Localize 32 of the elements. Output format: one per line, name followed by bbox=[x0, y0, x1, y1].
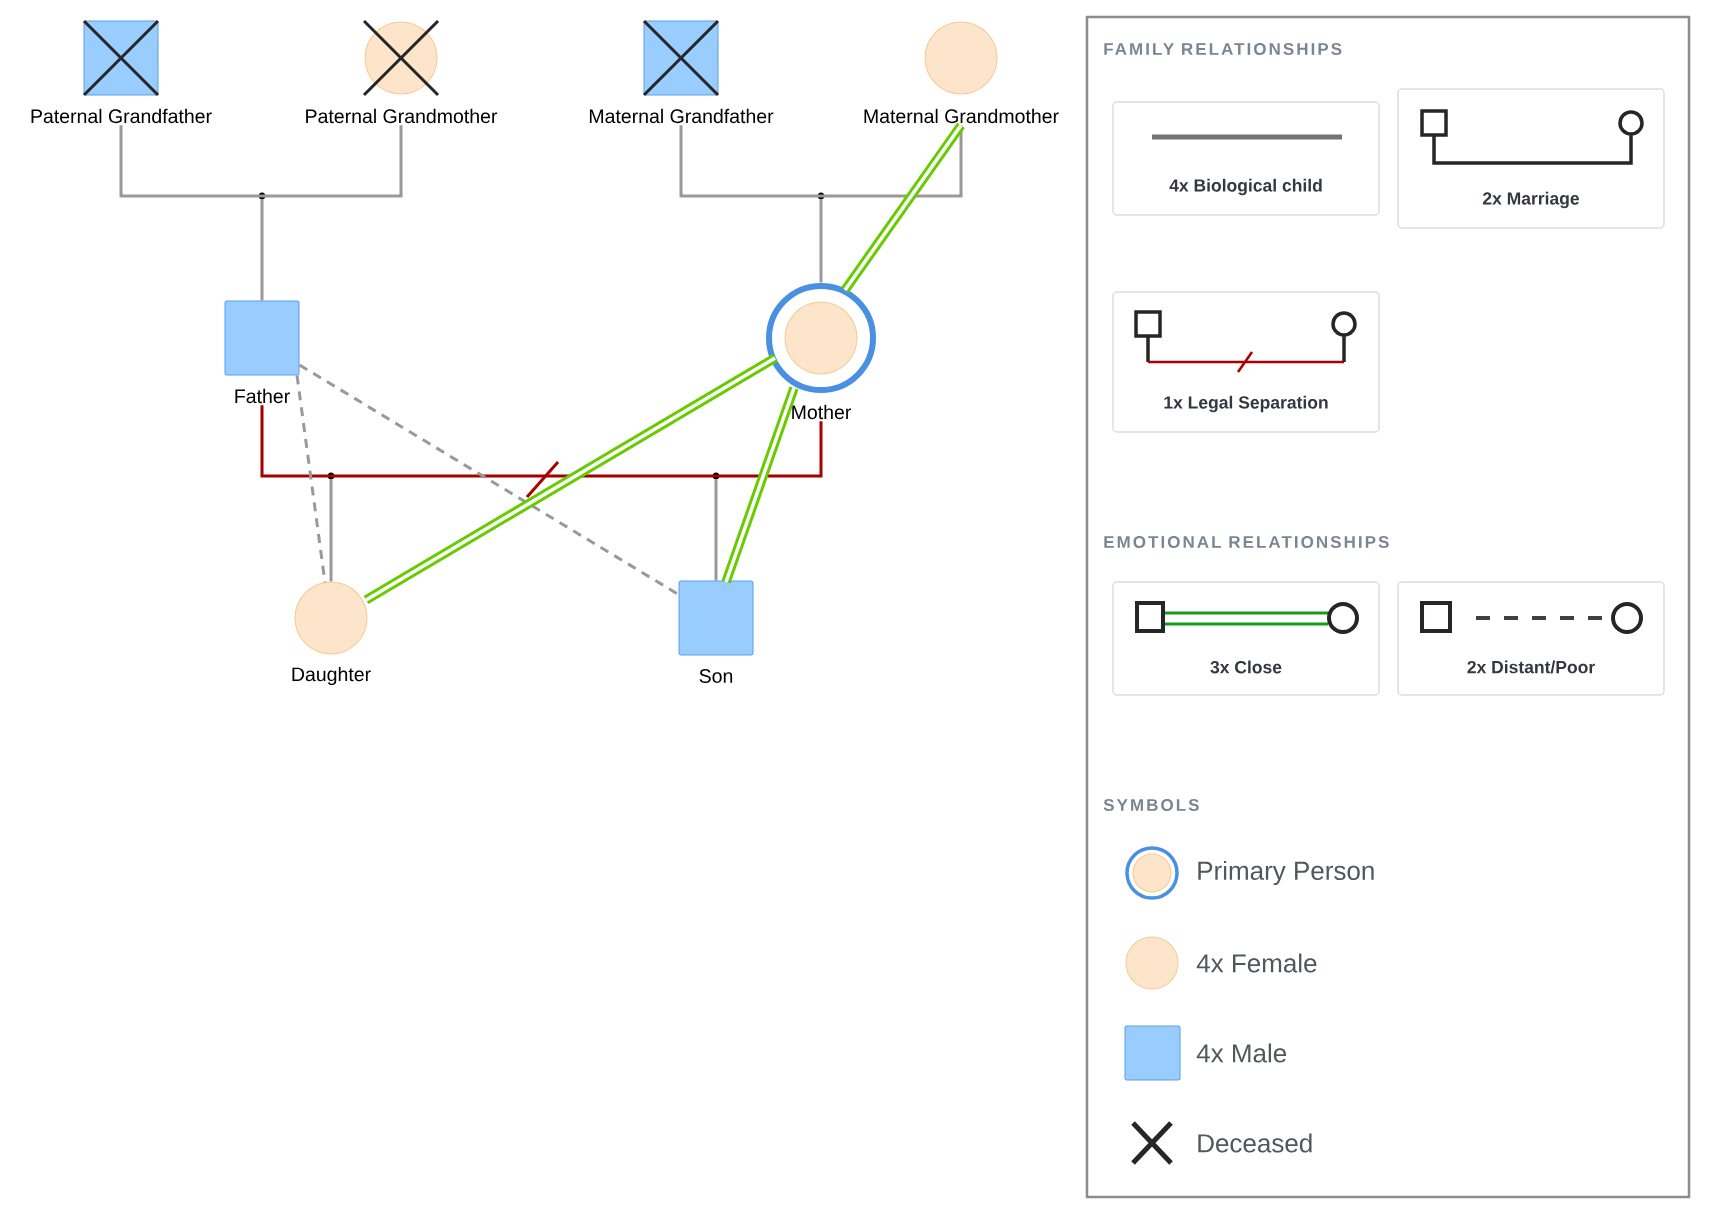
person-name: Daughter bbox=[292, 666, 371, 686]
person-name: Father bbox=[235, 388, 290, 404]
legend-card: 1x Legal Separation bbox=[1112, 291, 1380, 433]
person-name: Mother bbox=[792, 404, 851, 420]
person-name: Paternal Grandmother bbox=[306, 108, 498, 124]
legend-card: 4x Biological child bbox=[1112, 101, 1380, 216]
close-line bbox=[841, 122, 965, 293]
person-name: Maternal Grandmother bbox=[864, 108, 1059, 124]
legend-card: 2x Marriage bbox=[1397, 88, 1665, 229]
section-heading: SYMBOLS bbox=[1103, 799, 1199, 812]
legend-text: 4x Male bbox=[1196, 1043, 1287, 1063]
family-line bbox=[119, 125, 403, 198]
person-name: Maternal Grandfather bbox=[589, 108, 774, 124]
section-heading: FAMILY RELATIONSHIPS bbox=[1104, 43, 1342, 56]
close-line bbox=[721, 386, 799, 584]
close-line bbox=[363, 353, 778, 605]
legend-text: Deceased bbox=[1198, 1133, 1312, 1153]
legend-text: Primary Person bbox=[1198, 860, 1374, 886]
legend-card: 3x Close bbox=[1112, 581, 1380, 696]
person-name: Son bbox=[699, 669, 733, 683]
distant-line bbox=[298, 363, 680, 596]
person-name: Paternal Grandfather bbox=[31, 108, 212, 124]
legend-text: 4x Female bbox=[1196, 953, 1317, 973]
section-heading: EMOTIONAL RELATIONSHIPS bbox=[1104, 536, 1389, 549]
family-line bbox=[260, 199, 264, 301]
family-line bbox=[260, 405, 823, 478]
family-line bbox=[714, 479, 718, 581]
legend-card: 2x Distant/Poor bbox=[1397, 581, 1665, 696]
family-line bbox=[329, 479, 333, 582]
family-line bbox=[679, 125, 963, 198]
family-line bbox=[819, 199, 823, 283]
distant-line bbox=[295, 375, 327, 583]
